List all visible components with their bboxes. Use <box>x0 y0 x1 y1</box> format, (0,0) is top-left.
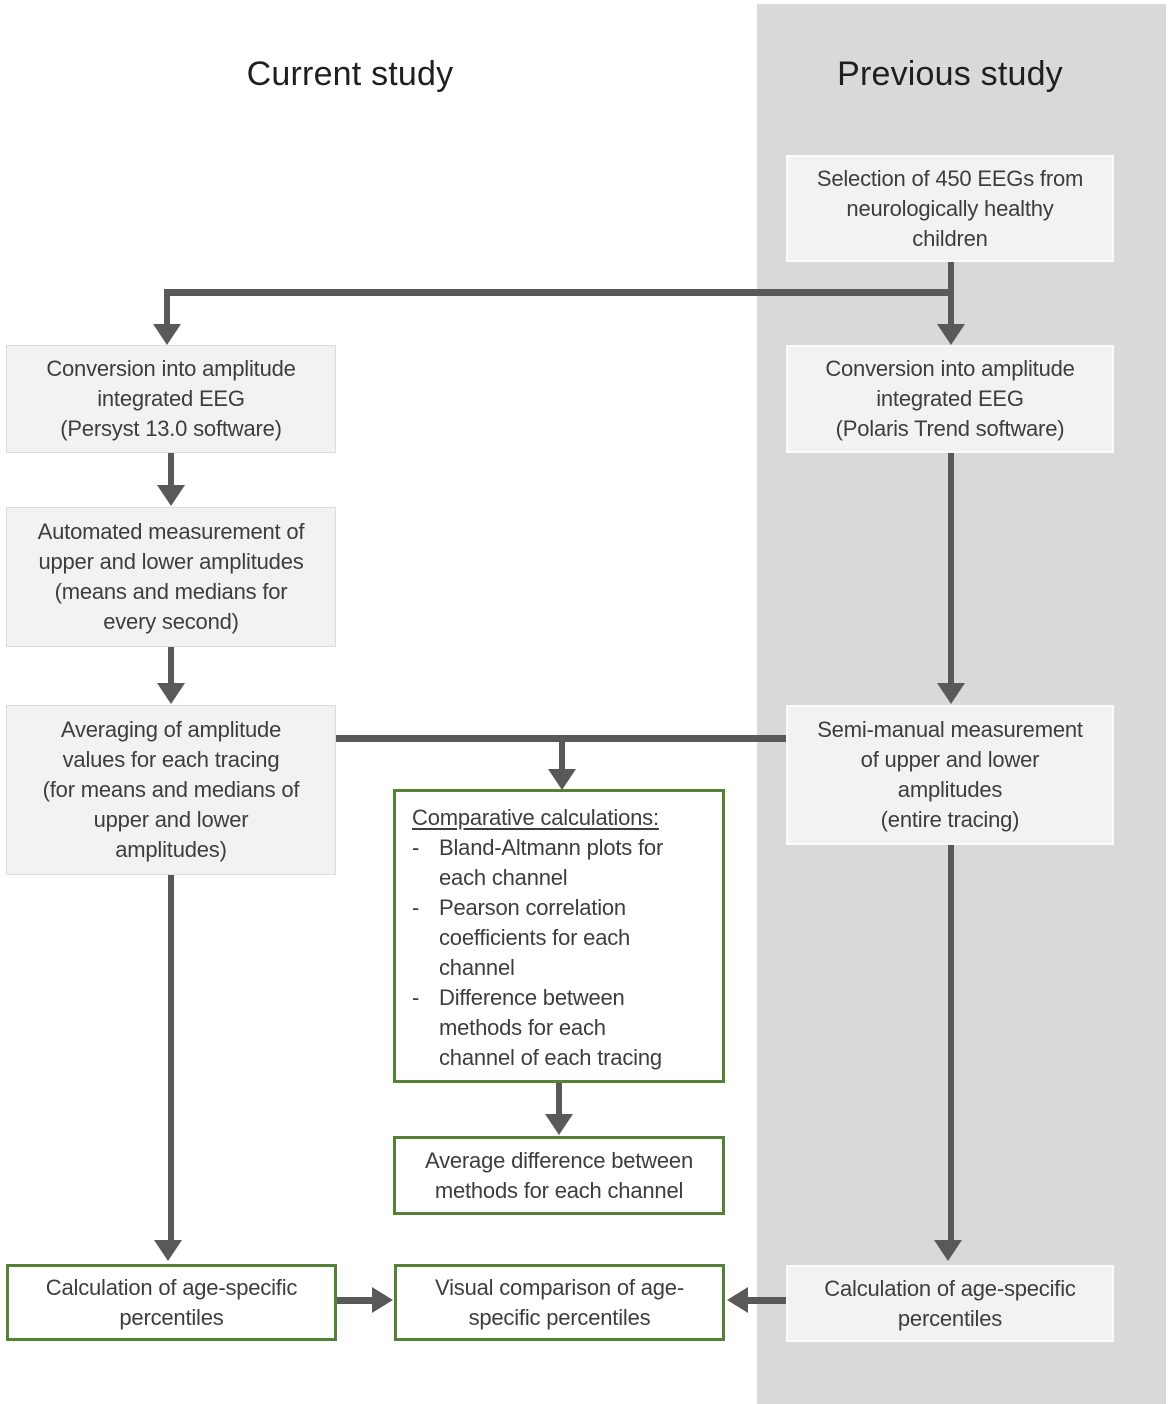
arrow-line <box>168 875 174 1242</box>
arrowhead-left-icon <box>727 1287 748 1313</box>
arrowhead-down-icon <box>154 1240 182 1261</box>
bullet-dash: - <box>412 895 420 920</box>
box-comparative-calculations: Comparative calculations: - Bland-Altman… <box>393 789 725 1083</box>
box-selection-eegs: Selection of 450 EEGs from neurologicall… <box>786 155 1114 262</box>
box-calculation-current: Calculation of age-specific percentiles <box>6 1264 337 1341</box>
box-conversion-previous: Conversion into amplitude integrated EEG… <box>786 345 1114 453</box>
arrowhead-down-icon <box>934 1240 962 1261</box>
comparative-item: - Bland-Altmann plots for each channel <box>412 833 708 893</box>
bullet-dash: - <box>412 835 420 860</box>
box-calculation-previous: Calculation of age-specific percentiles <box>786 1265 1114 1342</box>
previous-study-title: Previous study <box>837 55 1063 93</box>
box-visual-comparison: Visual comparison of age- specific perce… <box>394 1264 725 1341</box>
box-automated-measurement: Automated measurement of upper and lower… <box>6 507 336 647</box>
arrowhead-down-icon <box>545 1114 573 1135</box>
box-average-difference: Average difference between methods for e… <box>393 1136 725 1215</box>
box-conversion-current: Conversion into amplitude integrated EEG… <box>6 345 336 453</box>
arrowhead-down-icon <box>157 683 185 704</box>
bullet-text: Pearson correlation coefficients for eac… <box>439 895 631 980</box>
arrowhead-down-icon <box>548 769 576 790</box>
bullet-dash: - <box>412 985 420 1010</box>
box-averaging: Averaging of amplitude values for each t… <box>6 705 336 875</box>
arrow-line <box>948 845 954 1242</box>
comparative-title: Comparative calculations: <box>412 805 659 830</box>
arrow-line <box>164 289 954 296</box>
comparative-item: - Difference between methods for each ch… <box>412 983 708 1073</box>
arrow-line <box>335 735 787 742</box>
arrow-line <box>168 453 174 487</box>
arrow-line <box>556 1083 562 1116</box>
arrowhead-down-icon <box>937 683 965 704</box>
bullet-text: Difference between methods for each chan… <box>439 985 662 1070</box>
arrowhead-down-icon <box>153 324 181 345</box>
comparative-item: - Pearson correlation coefficients for e… <box>412 893 708 983</box>
current-study-title: Current study <box>246 55 454 93</box>
arrow-line <box>747 1297 787 1304</box>
arrowhead-down-icon <box>157 485 185 506</box>
arrow-line <box>168 647 174 685</box>
arrowhead-down-icon <box>937 324 965 345</box>
arrow-line <box>164 292 170 328</box>
arrow-line <box>337 1297 373 1304</box>
bullet-text: Bland-Altmann plots for each channel <box>439 835 664 890</box>
arrow-line <box>948 453 954 685</box>
arrowhead-right-icon <box>372 1287 393 1313</box>
box-semi-manual: Semi-manual measurement of upper and low… <box>786 705 1114 845</box>
arrow-line <box>559 742 565 771</box>
